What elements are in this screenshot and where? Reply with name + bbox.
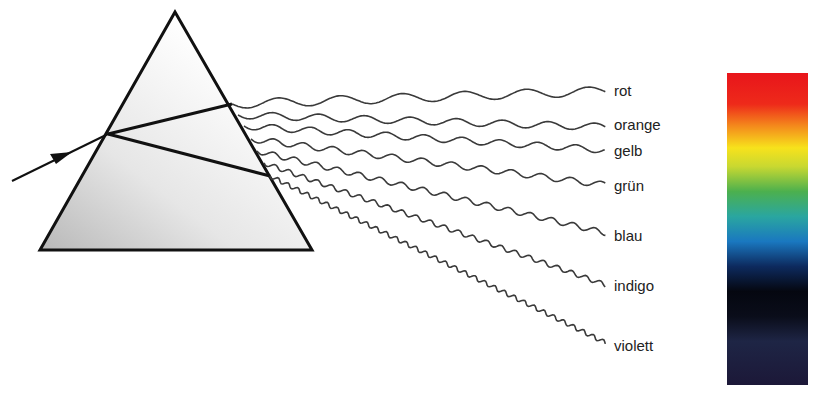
refracted-ray (108, 134, 270, 176)
incoming-ray (12, 134, 108, 181)
color-label: violett (614, 337, 653, 355)
light-wave (251, 139, 605, 186)
color-label: blau (614, 227, 642, 245)
light-wave (238, 113, 605, 130)
light-wave (244, 125, 605, 153)
color-label: orange (614, 116, 661, 134)
ray-arrowhead (50, 152, 72, 164)
prism (40, 12, 312, 250)
color-label: gelb (614, 142, 642, 160)
color-label: rot (614, 82, 632, 100)
color-label: grün (614, 177, 644, 195)
wave-group (232, 87, 605, 344)
light-wave (232, 87, 605, 108)
light-wave (264, 163, 605, 287)
light-wave (270, 176, 605, 344)
refracted-ray (108, 104, 232, 134)
color-label: indigo (614, 277, 654, 295)
spectrum-bar (727, 73, 808, 385)
